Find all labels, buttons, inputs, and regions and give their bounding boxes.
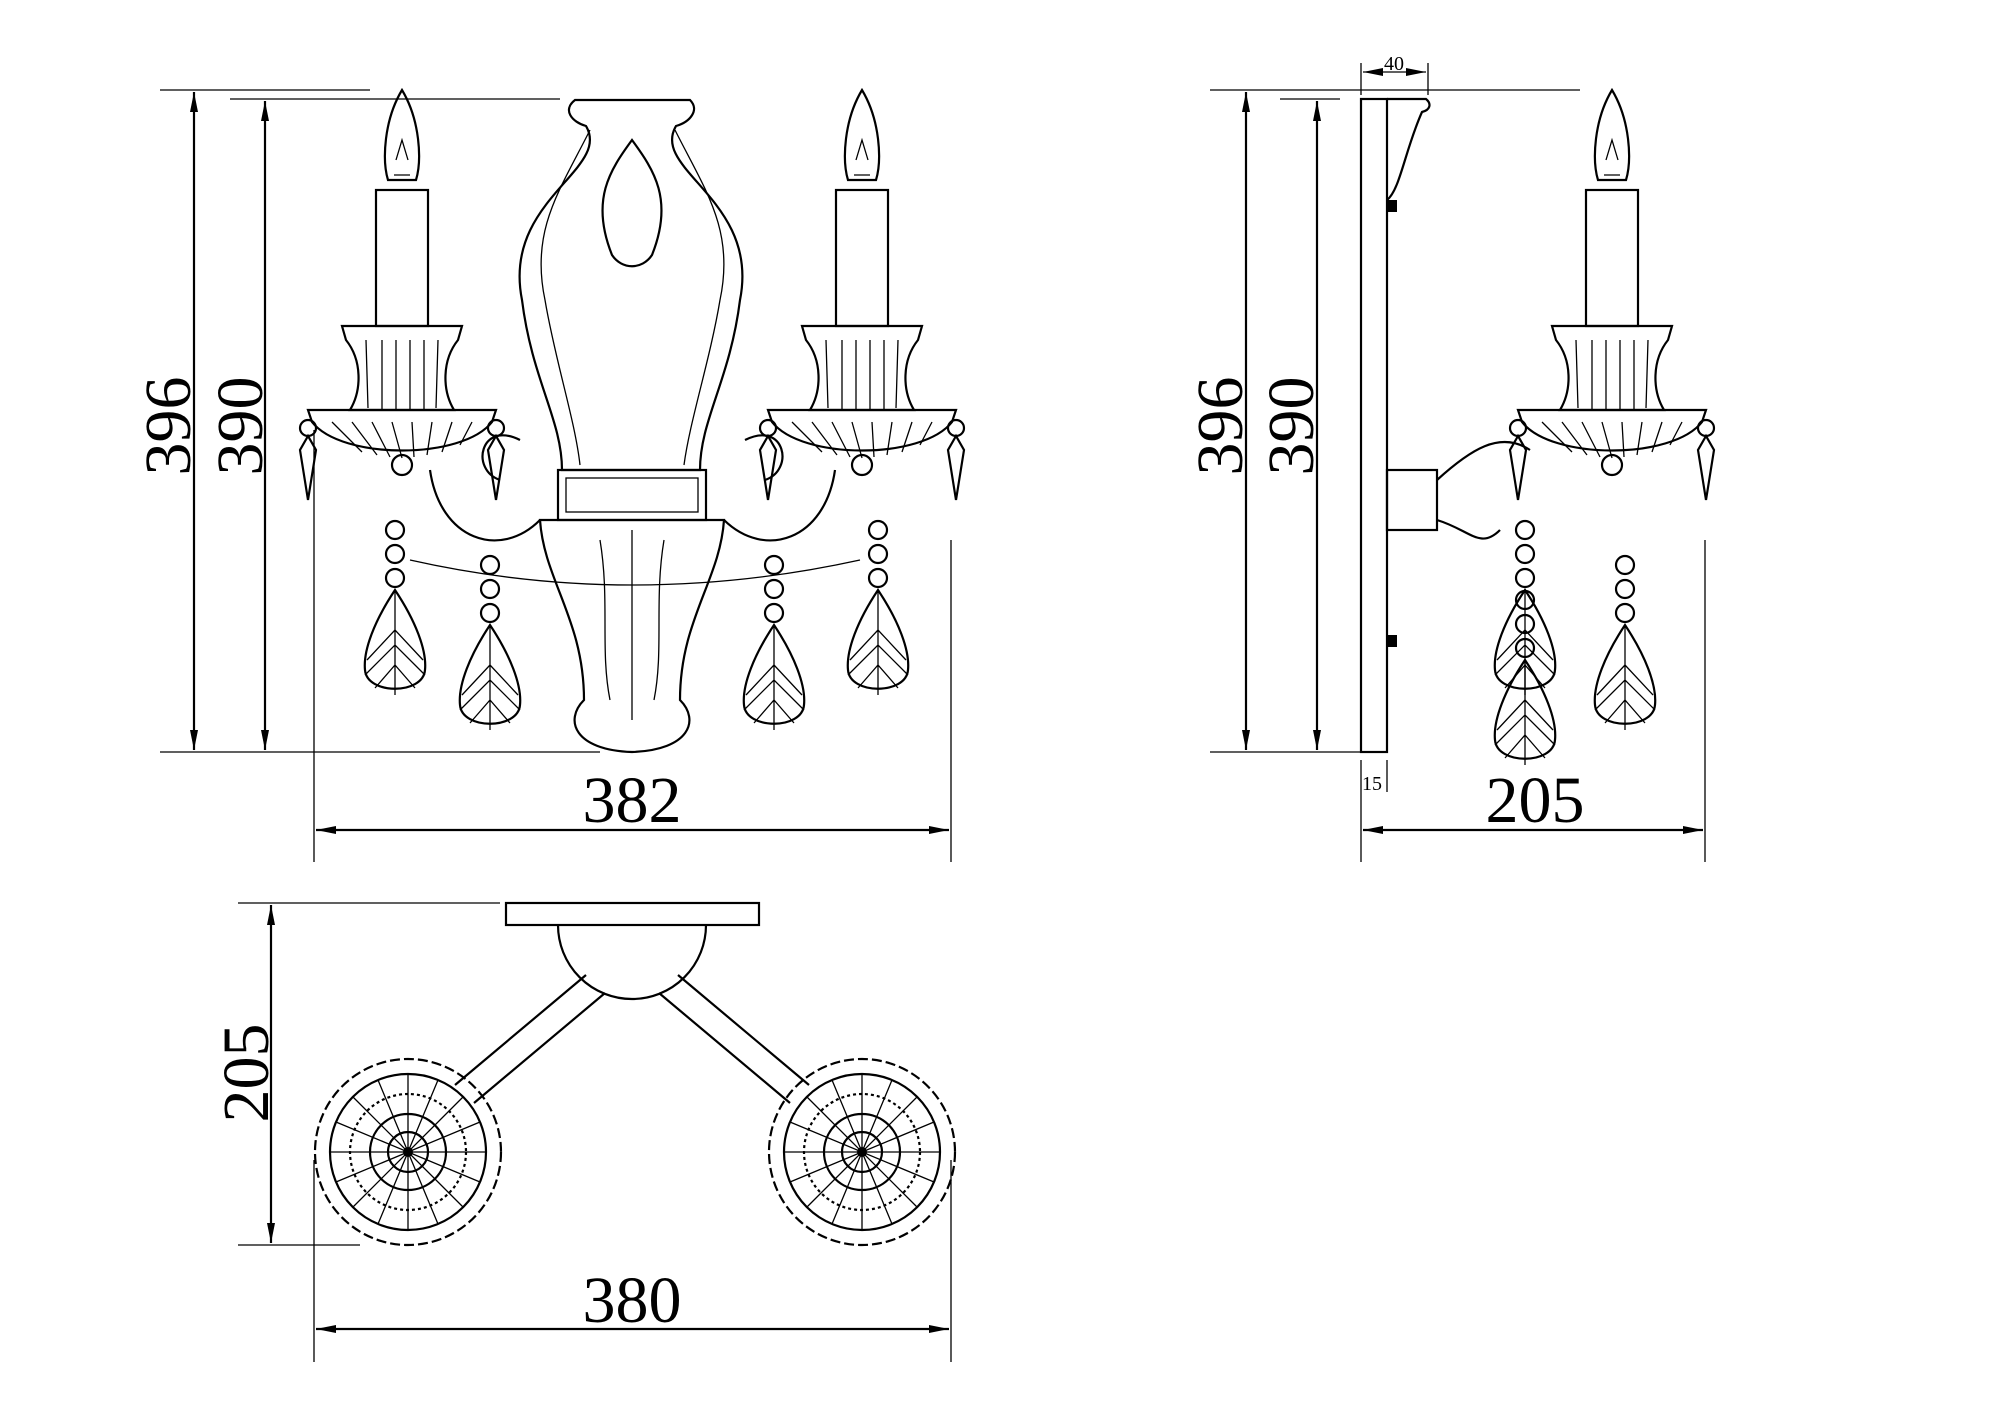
- plate-thickness-15-label: 15: [1362, 773, 1382, 795]
- wall-plate-top: [504, 901, 761, 927]
- ornate-backplate: [428, 98, 837, 754]
- side-depth-205-label: 205: [1486, 764, 1585, 837]
- top-view: 205 380: [210, 901, 957, 1362]
- wall-plate: [1359, 97, 1389, 754]
- top-width-380-label: 380: [583, 1264, 682, 1337]
- front-height-396-label: 396: [132, 377, 205, 476]
- side-view: 15 40 396 390 205: [1184, 53, 1716, 862]
- front-width-382-label: 382: [583, 764, 682, 837]
- top-depth-205-label: 205: [210, 1024, 283, 1123]
- plate-top-40-label: 40: [1384, 53, 1404, 75]
- front-height-390-label: 390: [204, 377, 277, 476]
- side-height-390-label: 390: [1255, 377, 1328, 476]
- side-height-396-label: 396: [1184, 377, 1257, 476]
- front-view: 396 390 382: [132, 88, 966, 862]
